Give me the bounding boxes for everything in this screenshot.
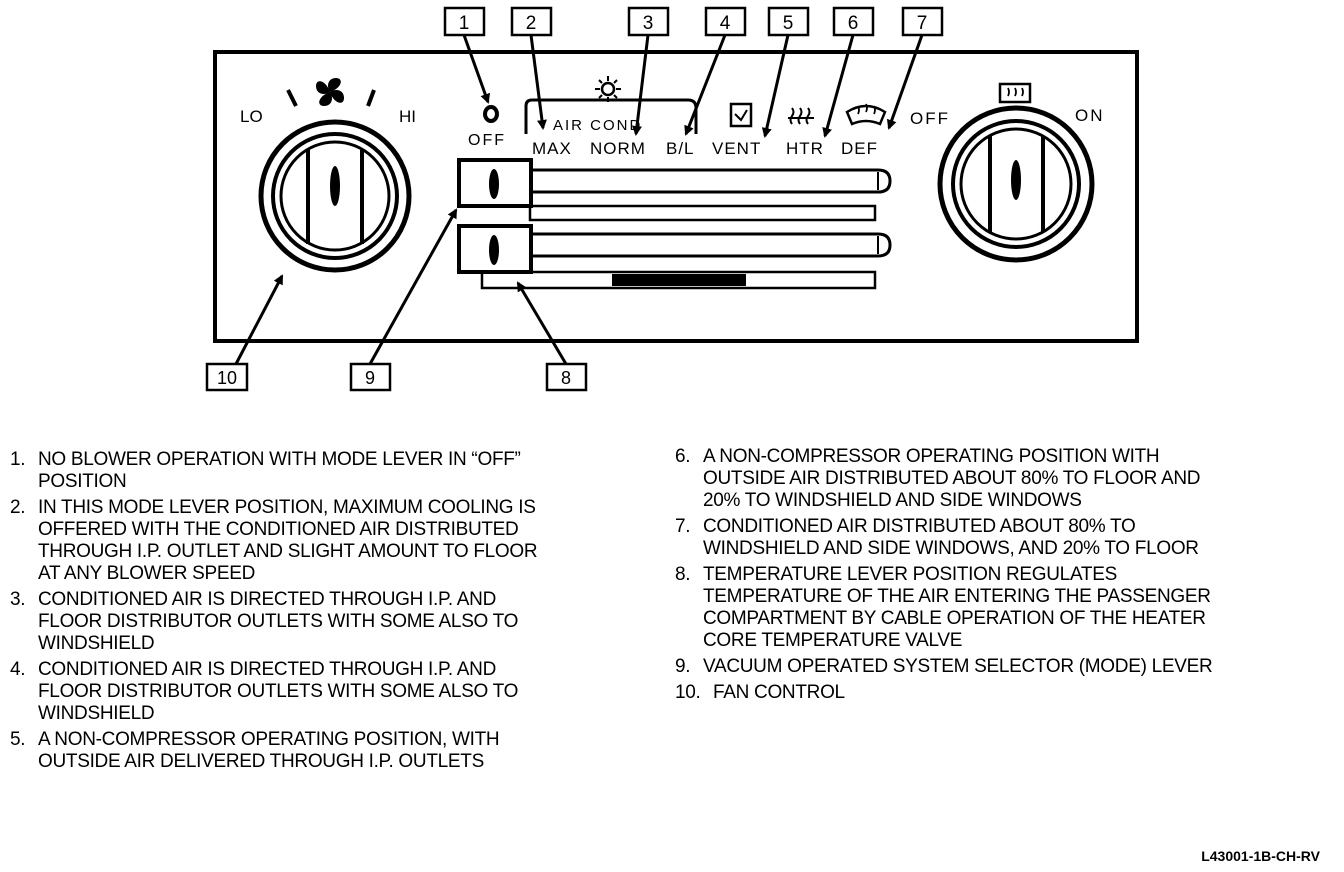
mode-label-vent: VENT [712, 139, 761, 158]
callout-9: 9 [349, 362, 392, 392]
panel-frame [213, 50, 1139, 343]
callout-8: 8 [545, 362, 588, 392]
air-cond-label: AIR COND [553, 117, 642, 134]
rear-defog-icon [998, 82, 1032, 104]
legend-item-7: 7.CONDITIONED AIR DISTRIBUTED ABOUT 80% … [675, 516, 1199, 559]
legend-item-9: 9.VACUUM OPERATED SYSTEM SELECTOR (MODE)… [675, 656, 1213, 677]
legend-item-8: 8.TEMPERATURE LEVER POSITION REGULATES T… [675, 564, 1211, 651]
fan-hi-label: HI [399, 107, 416, 126]
temperature-lever[interactable] [457, 224, 533, 274]
legend-item-4: 4.CONDITIONED AIR IS DIRECTED THROUGH I.… [10, 659, 519, 724]
callout-10: 10 [205, 362, 249, 392]
mode-label-htr: HTR [786, 139, 824, 158]
svg-text:9: 9 [365, 368, 375, 388]
temperature-lever-track [480, 232, 892, 290]
callout-5: 5 [767, 6, 810, 37]
legend-item-5: 5.A NON-COMPRESSOR OPERATING POSITION, W… [10, 729, 500, 772]
svg-text:2: 2 [526, 13, 537, 34]
callout-7: 7 [901, 6, 944, 37]
callout-2: 2 [510, 6, 553, 37]
legend-item-6: 6.A NON-COMPRESSOR OPERATING POSITION WI… [675, 446, 1201, 511]
fan-icon [316, 78, 344, 106]
defrost-icon [845, 103, 887, 126]
fan-tick-hi [366, 89, 376, 107]
vent-icon [729, 102, 753, 128]
fan-control-knob[interactable] [258, 119, 412, 273]
legend-right-column: 6.A NON-COMPRESSOR OPERATING POSITION WI… [675, 446, 1335, 708]
legend-item-3: 3.CONDITIONED AIR IS DIRECTED THROUGH I.… [10, 589, 519, 654]
rear-defog-knob[interactable] [937, 105, 1095, 263]
air-cond-bracket [524, 98, 698, 134]
callout-3: 3 [627, 6, 670, 37]
callout-4: 4 [704, 6, 747, 37]
svg-text:10: 10 [217, 368, 237, 388]
fan-tick-lo [286, 89, 298, 107]
figure-code: L43001-1B-CH-RV [1201, 848, 1320, 864]
fan-lo-label: LO [240, 107, 263, 126]
svg-text:3: 3 [643, 13, 654, 34]
legend-left-column: 1.NO BLOWER OPERATION WITH MODE LEVER IN… [10, 449, 650, 777]
mode-label-bl: B/L [666, 139, 695, 158]
svg-text:6: 6 [848, 13, 859, 34]
svg-text:1: 1 [459, 13, 470, 34]
callout-1: 1 [443, 6, 486, 37]
mode-lever-track [528, 168, 892, 222]
mode-lever[interactable] [457, 158, 533, 208]
mode-label-norm: NORM [590, 139, 646, 158]
heater-icon [788, 107, 814, 125]
mode-label-max: MAX [532, 139, 572, 158]
svg-text:7: 7 [917, 13, 928, 34]
svg-text:8: 8 [561, 368, 571, 388]
callout-6: 6 [832, 6, 875, 37]
sun-icon [595, 76, 621, 102]
rear-defog-on-label: ON [1075, 106, 1105, 125]
control-panel-diagram: LO HI OFF AIR COND MAX NORM B/L VENT HTR… [205, 6, 1139, 392]
legend-item-2: 2.IN THIS MODE LEVER POSITION, MAXIMUM C… [10, 497, 538, 584]
off-position-icon [483, 105, 499, 123]
mode-label-def: DEF [841, 139, 878, 158]
legend-item-1: 1.NO BLOWER OPERATION WITH MODE LEVER IN… [10, 449, 521, 492]
off-position-label: OFF [468, 132, 506, 149]
svg-text:4: 4 [720, 13, 731, 34]
rear-defog-off-label: OFF [910, 109, 950, 128]
legend-item-10: 10.FAN CONTROL [675, 682, 845, 703]
leader-lines [234, 34, 924, 365]
svg-text:5: 5 [783, 13, 794, 34]
